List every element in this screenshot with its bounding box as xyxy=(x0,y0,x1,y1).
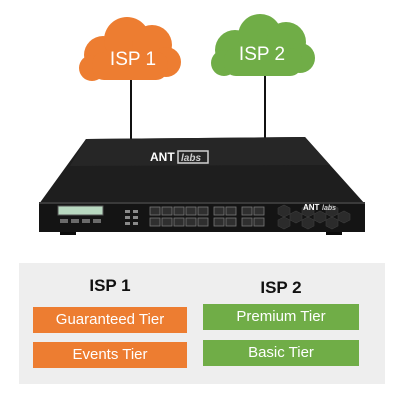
tier-premium: Premium Tier xyxy=(203,304,359,330)
isp2-tier-heading: ISP 2 xyxy=(260,278,302,297)
isp1-cloud-label: ISP 1 xyxy=(110,49,156,70)
isp2-cloud-icon: ISP 2 xyxy=(211,14,315,76)
network-gateway-device: ANT labs xyxy=(39,137,365,235)
isp1-cloud-icon: ISP 1 xyxy=(79,17,181,81)
device-top-logo-main: ANT xyxy=(150,150,175,164)
device-status-leds xyxy=(125,210,138,225)
tier-panel: ISP 1 ISP 2 Guaranteed Tier Events Tier … xyxy=(19,263,385,384)
device-top-logo-sub: labs xyxy=(181,153,201,164)
device-front-logo: ANT labs xyxy=(303,203,336,212)
device-front-buttons xyxy=(60,219,101,223)
device-top-logo: ANT labs xyxy=(150,150,209,164)
device-hex-pattern xyxy=(277,204,351,230)
device-front-logo-main: ANT xyxy=(303,203,320,212)
device-lcd-display xyxy=(57,205,104,216)
tier-basic: Basic Tier xyxy=(203,340,359,366)
tier-events: Events Tier xyxy=(33,342,187,368)
isp1-tier-heading: ISP 1 xyxy=(89,276,131,295)
isp2-cloud-label: ISP 2 xyxy=(239,44,285,65)
tier-guaranteed: Guaranteed Tier xyxy=(33,307,187,333)
device-front-logo-sub: labs xyxy=(322,205,336,212)
device-ethernet-ports xyxy=(149,206,265,227)
